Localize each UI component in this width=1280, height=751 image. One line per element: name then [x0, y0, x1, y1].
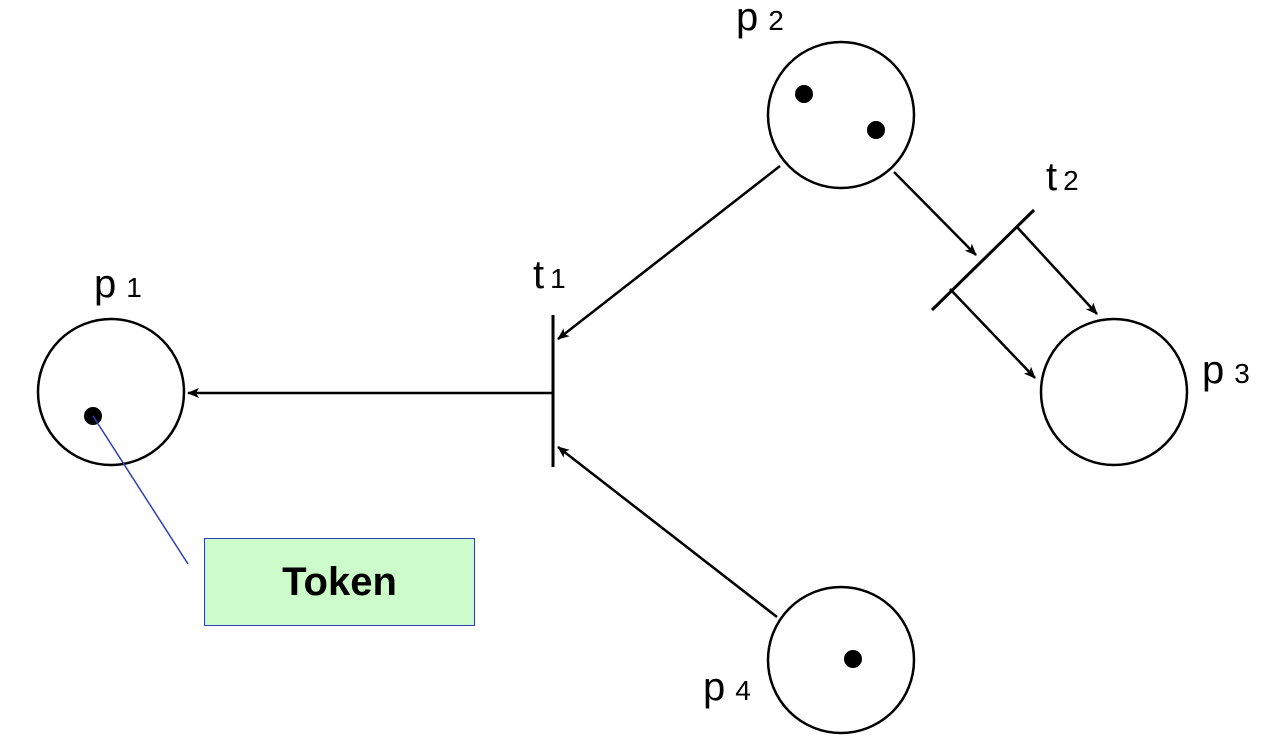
place-p1	[36, 317, 186, 467]
p2-token	[795, 85, 813, 103]
arc-p2-t2-in	[893, 171, 977, 256]
token-callout: Token	[204, 538, 475, 626]
place-p3	[1039, 317, 1189, 467]
callout-connector	[92, 415, 189, 565]
p2-token	[867, 121, 885, 139]
transition-t2-bar	[930, 208, 1036, 312]
p4-token	[844, 650, 862, 668]
arc-p4-t1	[557, 446, 778, 618]
token-callout-label: Token	[282, 559, 397, 604]
place-p2	[766, 40, 916, 190]
arc-t2-p3-lower	[949, 288, 1036, 379]
arc-p2-t1	[557, 165, 781, 340]
arc-t2-p3-upper	[1016, 226, 1098, 315]
place-p4	[766, 585, 916, 735]
